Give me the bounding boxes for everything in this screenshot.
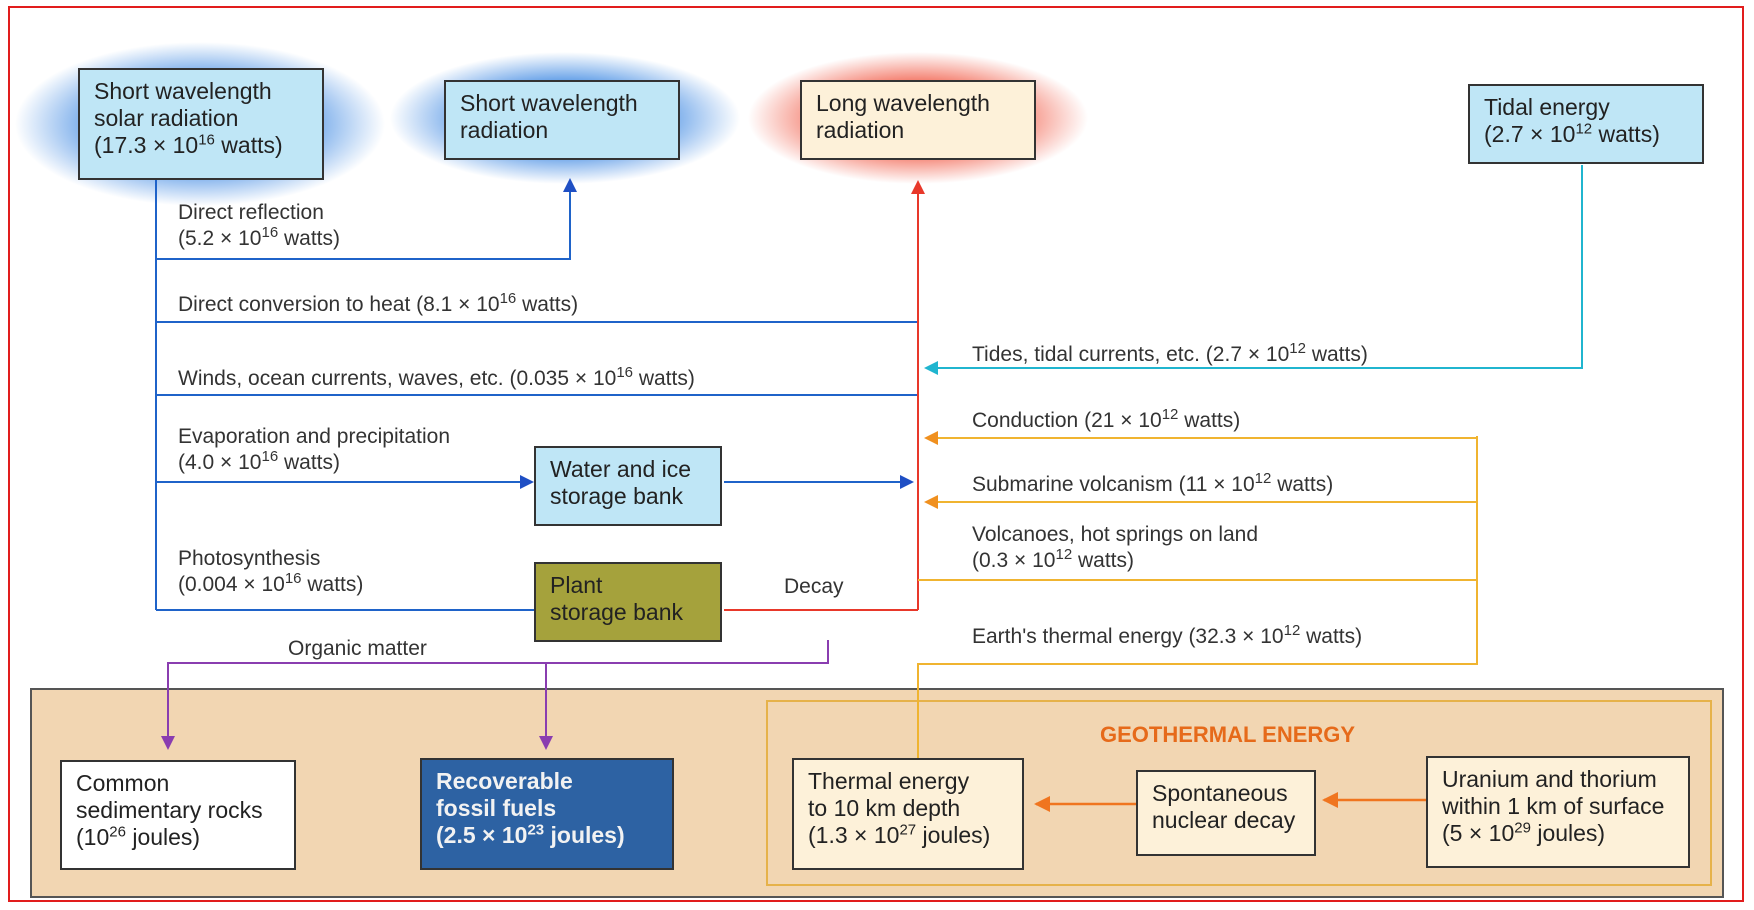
diagram-frame [8,6,1744,902]
direct-reflection-label: Direct reflection (5.2 × 1016 watts) [178,201,341,250]
evaporation-label: Evaporation and precipitation (4.0 × 101… [178,425,451,474]
uranium-thorium-box: Uranium and thorium within 1 km of surfa… [1426,756,1690,868]
winds-currents-label: Winds, ocean currents, waves, etc. (0.03… [178,364,695,390]
plant-storage-box: Plant storage bank [534,562,722,642]
earth-thermal-label: Earth's thermal energy (32.3 × 1012 watt… [972,622,1363,648]
geothermal-region [766,700,1712,886]
decay-label: Decay [784,575,844,598]
fossil-fuels-box: Recoverable fossil fuels (2.5 × 1023 jou… [420,758,674,870]
organic-matter-label: Organic matter [288,637,427,660]
geothermal-title: GEOTHERMAL ENERGY [1100,722,1356,747]
water-ice-storage-box: Water and ice storage bank [534,446,722,526]
volcanoes-label: Volcanoes, hot springs on land (0.3 × 10… [972,523,1259,572]
short-wavelength-radiation-box: Short wavelength radiation [444,80,680,160]
conduction-label: Conduction (21 × 1012 watts) [972,406,1241,432]
thermal-energy-box: Thermal energy to 10 km depth (1.3 × 102… [792,758,1024,870]
direct-heat-label: Direct conversion to heat (8.1 × 1016 wa… [178,290,579,316]
long-wavelength-radiation-box: Long wavelength radiation [800,80,1036,160]
solar-radiation-box: Short wavelength solar radiation (17.3 ×… [78,68,324,180]
photosynthesis-label: Photosynthesis (0.004 × 1016 watts) [178,547,364,596]
tides-label: Tides, tidal currents, etc. (2.7 × 1012 … [972,340,1368,366]
sedimentary-rocks-box: Common sedimentary rocks (1026 joules) [60,760,296,870]
submarine-volcanism-label: Submarine volcanism (11 × 1012 watts) [972,470,1334,496]
nuclear-decay-box: Spontaneous nuclear decay [1136,770,1316,856]
tidal-energy-box: Tidal energy (2.7 × 1012 watts) [1468,84,1704,164]
